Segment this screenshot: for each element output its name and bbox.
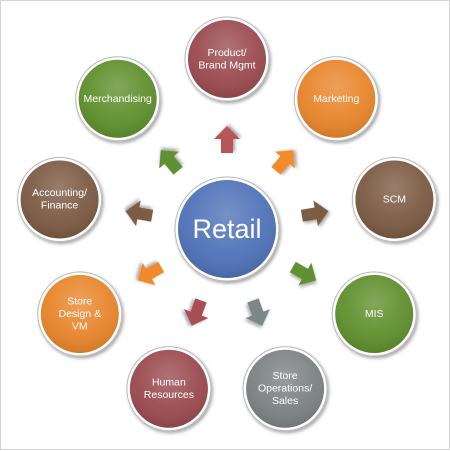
node-merch-label: Merchandising: [84, 93, 152, 105]
node-accounting-label: Finance: [41, 200, 79, 212]
node-store-design-label: VM: [72, 321, 88, 333]
arrow-marketing: [271, 150, 295, 175]
node-mis-gloss: [335, 275, 414, 353]
arrow-human: [183, 298, 209, 326]
node-marketing: Marketing: [293, 56, 379, 142]
node-mis-label: MIS: [365, 308, 384, 320]
arrow-scm: [300, 200, 329, 227]
node-mis: MIS: [331, 271, 417, 357]
node-product-label: Brand Mgmt: [198, 59, 255, 71]
node-store-design-label: Store: [67, 296, 92, 308]
node-human-label: Human: [152, 377, 186, 389]
node-store-ops-label: Sales: [272, 395, 298, 407]
node-marketing-label: Marketing: [313, 93, 359, 105]
center-hub-gloss: [178, 180, 276, 278]
node-accounting-label: Accounting/: [32, 187, 87, 199]
node-store-ops-label: Store: [273, 370, 298, 382]
node-product: Product/Brand Mgmt: [184, 16, 270, 102]
arrow-accounting: [125, 200, 154, 227]
node-marketing-gloss: [297, 59, 376, 138]
node-human-label: Resources: [144, 389, 194, 401]
node-human-gloss: [129, 349, 208, 428]
node-accounting: Accounting/Finance: [17, 157, 103, 242]
node-store-design-label: Design &: [58, 308, 101, 320]
node-merch: Merchandising: [75, 56, 161, 142]
center-hub-label: Retail: [192, 214, 261, 244]
node-scm-label: SCM: [383, 194, 406, 206]
arrow-product: [214, 126, 240, 153]
arrow-merch: [159, 150, 183, 175]
node-scm: SCM: [351, 157, 437, 242]
node-store-ops-label: Operations/: [258, 383, 312, 395]
node-merch-gloss: [78, 59, 157, 138]
node-scm-gloss: [355, 160, 434, 239]
arrow-store-design: [137, 261, 165, 286]
arrow-mis: [289, 261, 317, 286]
node-product-gloss: [188, 20, 266, 98]
arrow-store-ops: [245, 298, 271, 326]
node-product-label: Product/: [207, 47, 246, 59]
node-store-design-gloss: [40, 275, 119, 353]
node-accounting-gloss: [20, 160, 99, 239]
node-store-ops-gloss: [246, 349, 325, 428]
center-hub: Retail: [174, 176, 280, 282]
